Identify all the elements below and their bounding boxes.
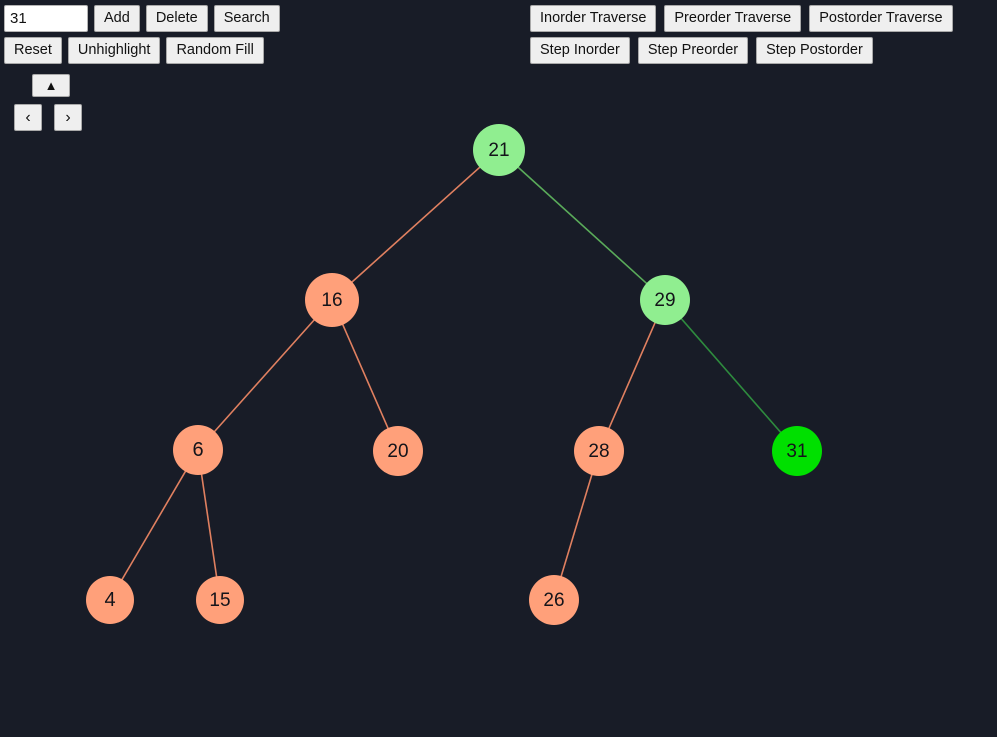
right-toolbar: Inorder Traverse Preorder Traverse Posto… xyxy=(530,5,995,69)
right-toolbar-row-2: Step Inorder Step Preorder Step Postorde… xyxy=(530,37,995,64)
step-preorder-button[interactable]: Step Preorder xyxy=(637,37,749,64)
unhighlight-button[interactable]: Unhighlight xyxy=(67,37,161,64)
tree-node-label: 16 xyxy=(321,289,343,311)
value-input[interactable] xyxy=(4,5,88,32)
add-button[interactable]: Add xyxy=(94,5,140,32)
postorder-traverse-button[interactable]: Postorder Traverse xyxy=(809,5,953,32)
right-toolbar-row-1: Inorder Traverse Preorder Traverse Posto… xyxy=(530,5,995,32)
tree-node-26[interactable]: 26 xyxy=(529,575,579,625)
step-postorder-button[interactable]: Step Postorder xyxy=(756,37,873,64)
tree-node-28[interactable]: 28 xyxy=(574,426,624,476)
inorder-traverse-button[interactable]: Inorder Traverse xyxy=(530,5,657,32)
tree-node-29[interactable]: 29 xyxy=(640,275,690,325)
tree-node-label: 21 xyxy=(488,139,510,161)
tree-node-16[interactable]: 16 xyxy=(305,273,359,327)
arrow-right-icon[interactable]: › xyxy=(54,104,82,131)
delete-button[interactable]: Delete xyxy=(145,5,208,32)
tree-node-label: 31 xyxy=(786,440,808,462)
left-toolbar-row-2: Reset Unhighlight Random Fill xyxy=(4,37,524,64)
preorder-traverse-button[interactable]: Preorder Traverse xyxy=(664,5,802,32)
tree-node-20[interactable]: 20 xyxy=(373,426,423,476)
tree-node-15[interactable]: 15 xyxy=(196,576,244,624)
tree-node-label: 6 xyxy=(192,439,204,461)
arrow-up-icon[interactable]: ▲ xyxy=(32,74,70,97)
tree-node-label: 15 xyxy=(209,589,231,611)
tree-node-label: 4 xyxy=(104,589,116,611)
step-inorder-button[interactable]: Step Inorder xyxy=(530,37,630,64)
navigation-arrow-pad: ▲ ‹ › xyxy=(14,74,104,136)
tree-node-label: 29 xyxy=(654,289,676,311)
tree-node-label: 28 xyxy=(588,440,610,462)
tree-node-21[interactable]: 21 xyxy=(473,124,525,176)
left-toolbar: Add Delete Search Reset Unhighlight Rand… xyxy=(4,5,524,69)
random-fill-button[interactable]: Random Fill xyxy=(166,37,264,64)
left-toolbar-row-1: Add Delete Search xyxy=(4,5,524,32)
tree-node-label: 26 xyxy=(543,589,565,611)
tree-node-label: 20 xyxy=(387,440,409,462)
tree-node-4[interactable]: 4 xyxy=(86,576,134,624)
reset-button[interactable]: Reset xyxy=(4,37,62,64)
tree-node-6[interactable]: 6 xyxy=(173,425,223,475)
arrow-left-icon[interactable]: ‹ xyxy=(14,104,42,131)
tree-node-31[interactable]: 31 xyxy=(772,426,822,476)
search-button[interactable]: Search xyxy=(213,5,280,32)
